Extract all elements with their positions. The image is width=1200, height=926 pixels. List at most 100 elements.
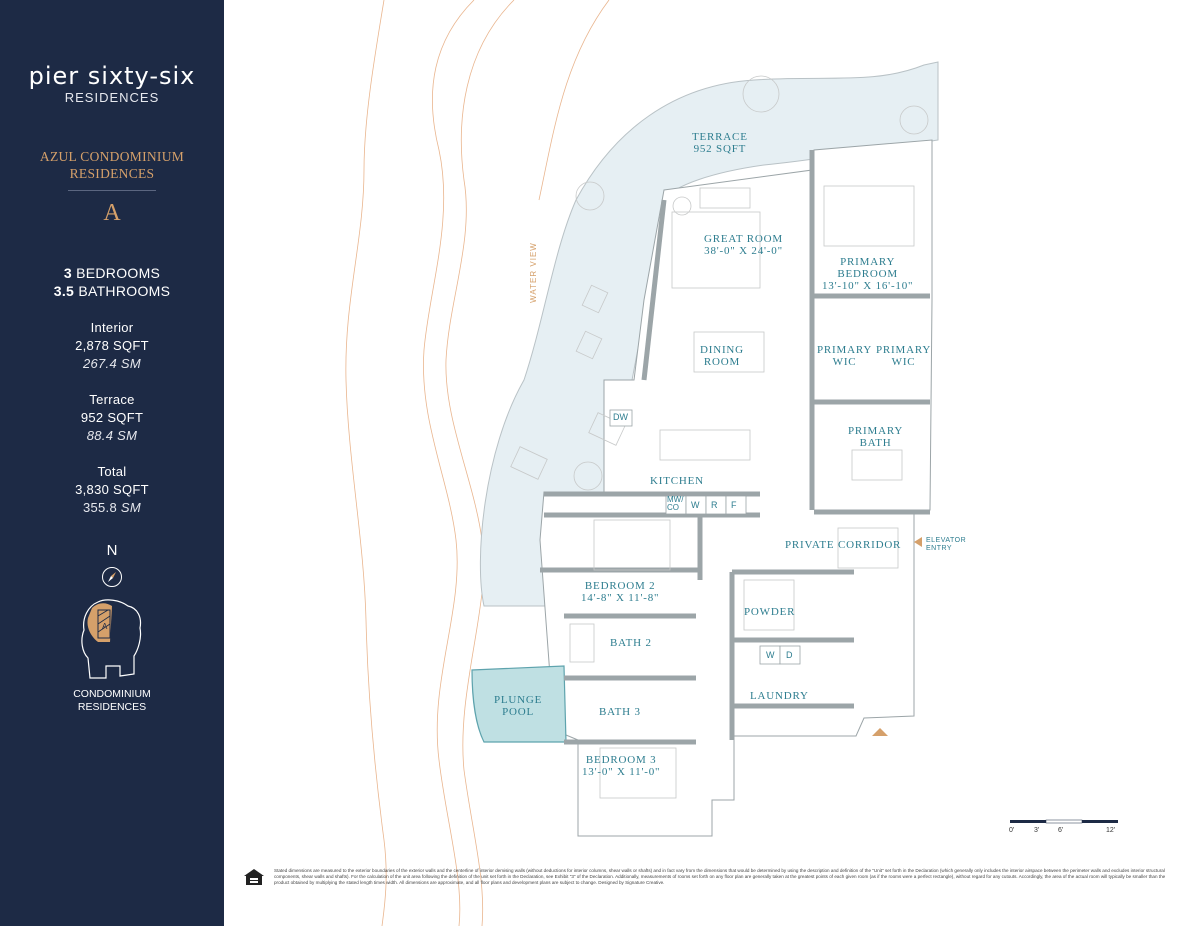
- kitchen-label: KITCHEN: [650, 475, 704, 487]
- scale-tick-6: 6': [1058, 827, 1064, 834]
- primary-bedroom-name-2: BEDROOM: [837, 268, 898, 280]
- bedrooms-count: 3: [63, 265, 72, 281]
- bedroom-3-dims: 13'-0" X 11'-0": [582, 766, 661, 778]
- fridge-label: F: [731, 500, 737, 510]
- dining-name-1: DINING: [700, 344, 744, 356]
- terrace-sm-value: 88.4: [86, 428, 114, 443]
- legal-disclaimer: Stated dimensions are measured to the ex…: [274, 868, 1166, 885]
- bed-bath-summary: 3 BEDROOMS 3.5 BATHROOMS: [0, 264, 224, 300]
- terrace-sqft: 952 SQFT: [80, 410, 144, 425]
- bath-3-label: BATH 3: [599, 706, 641, 718]
- terrace-name: TERRACE: [692, 131, 748, 143]
- interior-label: Interior: [90, 320, 134, 335]
- plunge-pool-shape: [471, 665, 567, 743]
- primary-wic-a-1: PRIMARY: [817, 344, 873, 356]
- microwave-label-1: MW/: [667, 495, 684, 504]
- divider: [68, 190, 156, 191]
- info-sidebar: pier sixty-six RESIDENCES AZUL CONDOMINI…: [0, 0, 224, 926]
- primary-wic-b-1: PRIMARY: [876, 344, 932, 356]
- range-label: R: [711, 500, 718, 510]
- scale-tick-3: 3': [1034, 827, 1040, 834]
- collection-title-line-1: AZUL CONDOMINIUM: [39, 149, 185, 164]
- powder-label: POWDER: [744, 606, 796, 618]
- scale-tick-12: 12': [1106, 827, 1116, 834]
- interior-area: Interior 2,878 SQFT 267.4 SM: [0, 319, 224, 373]
- key-plan-icon: A: [81, 599, 142, 679]
- dryer-label: D: [786, 650, 793, 660]
- terrace-sm: 88.4 SM: [0, 427, 224, 445]
- wine-label: W: [691, 500, 700, 510]
- total-label: Total: [97, 464, 127, 479]
- shoreline-contours: [345, 0, 610, 926]
- primary-bedroom-name-1: PRIMARY: [840, 256, 896, 268]
- total-sqft: 3,830 SQFT: [75, 482, 149, 497]
- entry-arrow: [872, 728, 888, 736]
- primary-wic-b-2: WIC: [891, 356, 916, 368]
- bedroom-3-name: BEDROOM 3: [585, 754, 657, 766]
- keyplan-unit-letter: A: [102, 622, 108, 631]
- terrace-area: 952 SQFT: [693, 143, 747, 155]
- interior-sm-unit: SM: [120, 356, 142, 371]
- dining-name-2: ROOM: [703, 356, 741, 368]
- elevator-label-1: ELEVATOR: [926, 537, 967, 544]
- floor-plan-drawing: [345, 0, 1118, 926]
- total-sm: 355.8 SM: [0, 499, 224, 517]
- total-area: Total 3,830 SQFT 355.8 SM: [0, 463, 224, 517]
- interior-sm-value: 267.4: [82, 356, 117, 371]
- dishwasher-label: DW: [613, 412, 628, 422]
- collection-title-line-2: RESIDENCES: [69, 166, 155, 181]
- bedroom-2-name: BEDROOM 2: [584, 580, 656, 592]
- great-room-dims: 38'-0" X 24'-0": [704, 245, 783, 257]
- plunge-pool-1: PLUNGE: [494, 694, 543, 706]
- primary-bath-1: PRIMARY: [848, 425, 904, 437]
- private-corridor-label: PRIVATE CORRIDOR: [785, 539, 902, 551]
- terrace-area: Terrace 952 SQFT 88.4 SM: [0, 391, 224, 445]
- elevator-label-2: ENTRY: [926, 545, 953, 552]
- brand-logo: pier sixty-six: [28, 62, 196, 90]
- terrace-label: Terrace: [89, 392, 135, 407]
- scale-bar: [1010, 819, 1118, 824]
- bathrooms-line: 3.5 BATHROOMS: [0, 282, 224, 300]
- laundry-label: LAUNDRY: [750, 690, 809, 702]
- unit-letter: A: [103, 200, 121, 226]
- microwave-label: MW/CO: [667, 496, 683, 512]
- primary-wic-a-2: WIC: [832, 356, 857, 368]
- interior-sqft: 2,878 SQFT: [75, 338, 149, 353]
- scale-tick-0: 0': [1009, 827, 1015, 834]
- great-room-name: GREAT ROOM: [704, 233, 784, 245]
- microwave-label-2: CO: [667, 503, 679, 512]
- bedrooms-label: BEDROOMS: [76, 265, 161, 281]
- bath-2-label: BATH 2: [610, 637, 652, 649]
- primary-bath-2: BATH: [859, 437, 892, 449]
- interior-sm: 267.4 SM: [0, 355, 224, 373]
- terrace-sm-unit: SM: [117, 428, 138, 443]
- total-sm-value: 355.8: [82, 500, 117, 515]
- bathrooms-count: 3.5: [53, 283, 75, 299]
- water-view-label: WATER VIEW: [528, 242, 538, 303]
- keyplan-label-line-2: RESIDENCES: [77, 701, 147, 713]
- brand-subtitle: RESIDENCES: [64, 90, 160, 105]
- compass-icon: [102, 567, 122, 587]
- bedroom-2-dims: 14'-8" X 11'-8": [581, 592, 660, 604]
- collection-title: AZUL CONDOMINIUM RESIDENCES: [0, 148, 224, 182]
- washer-label: W: [766, 650, 775, 660]
- keyplan-label-line-1: CONDOMINIUM: [73, 688, 151, 700]
- interior-walls: [539, 139, 933, 837]
- equal-housing-icon: [244, 869, 264, 885]
- bedrooms-line: 3 BEDROOMS: [0, 264, 224, 282]
- kitchen-appliance-boxes: [609, 409, 801, 665]
- north-label: N: [106, 542, 118, 559]
- bathrooms-label: BATHROOMS: [78, 283, 171, 299]
- elevator-entry-arrow: [914, 537, 922, 547]
